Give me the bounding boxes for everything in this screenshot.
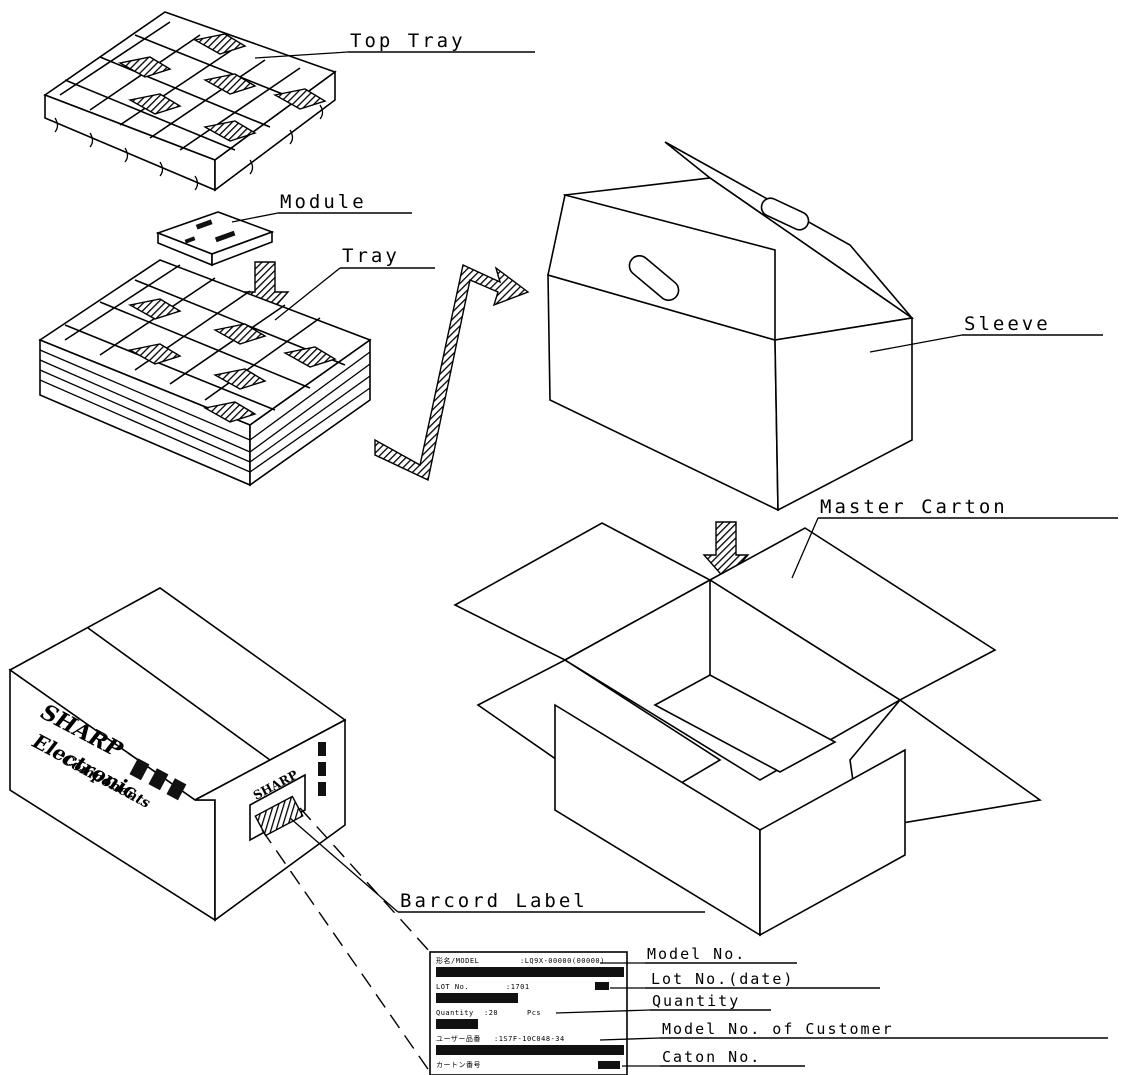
module-label: Module — [280, 191, 367, 213]
top-tray — [43, 11, 337, 192]
label-row3-mid: :20 — [484, 1009, 498, 1017]
lot-no-label: Lot No.(date) — [651, 970, 794, 988]
closed-carton: SHARP Electronic Components SHARP — [8, 587, 347, 922]
carton-no-label: Caton No. — [662, 1048, 761, 1066]
barcode-label-title: Barcord Label — [400, 890, 588, 912]
tray-stack — [38, 259, 372, 487]
label-row4-left: ユーザー品番 — [436, 1035, 481, 1043]
carton-no-callout: Caton No. — [622, 1048, 805, 1067]
model-no-customer-label: Model No. of Customer — [662, 1020, 894, 1038]
label-row1-left: 形名/MODEL — [436, 956, 479, 965]
quantity-label: Quantity — [652, 992, 740, 1010]
label-row3-left: Quantity — [436, 1009, 474, 1017]
label-row2-left: LOT No. — [436, 983, 469, 991]
sleeve-label: Sleeve — [964, 313, 1051, 335]
sleeve — [547, 141, 915, 512]
master-carton-callout: Master Carton — [791, 496, 1118, 579]
module-callout: Module — [231, 191, 412, 223]
lot-no-callout: Lot No.(date) — [610, 970, 880, 989]
module — [155, 211, 275, 267]
master-carton-label: Master Carton — [820, 496, 1008, 518]
tray-label: Tray — [342, 245, 400, 267]
label-row3-right: Pcs — [527, 1009, 541, 1017]
label-detail: 形名/MODEL :LQ9X-00000(00000) LOT No. :170… — [429, 951, 628, 1075]
master-carton — [453, 522, 1043, 937]
top-tray-callout: Top Tray — [254, 30, 535, 59]
tray-callout: Tray — [274, 245, 435, 321]
flow-arrow — [374, 263, 530, 482]
top-tray-label: Top Tray — [350, 30, 466, 52]
sleeve-callout: Sleeve — [869, 313, 1103, 353]
model-no-callout: Model No. — [600, 945, 797, 964]
model-no-label: Model No. — [647, 945, 746, 963]
model-no-customer-callout: Model No. of Customer — [599, 1020, 1108, 1041]
label-row4-right: :1S7F-10C048-34 — [494, 1035, 565, 1043]
label-row2-right: :1701 — [506, 983, 530, 991]
label-row1-right: :LQ9X-00000(00000) — [520, 957, 605, 965]
barcode-callout: Barcord Label — [261, 807, 705, 1073]
quantity-callout: Quantity — [555, 992, 771, 1014]
label-row5-left: カートン番号 — [436, 1061, 481, 1069]
